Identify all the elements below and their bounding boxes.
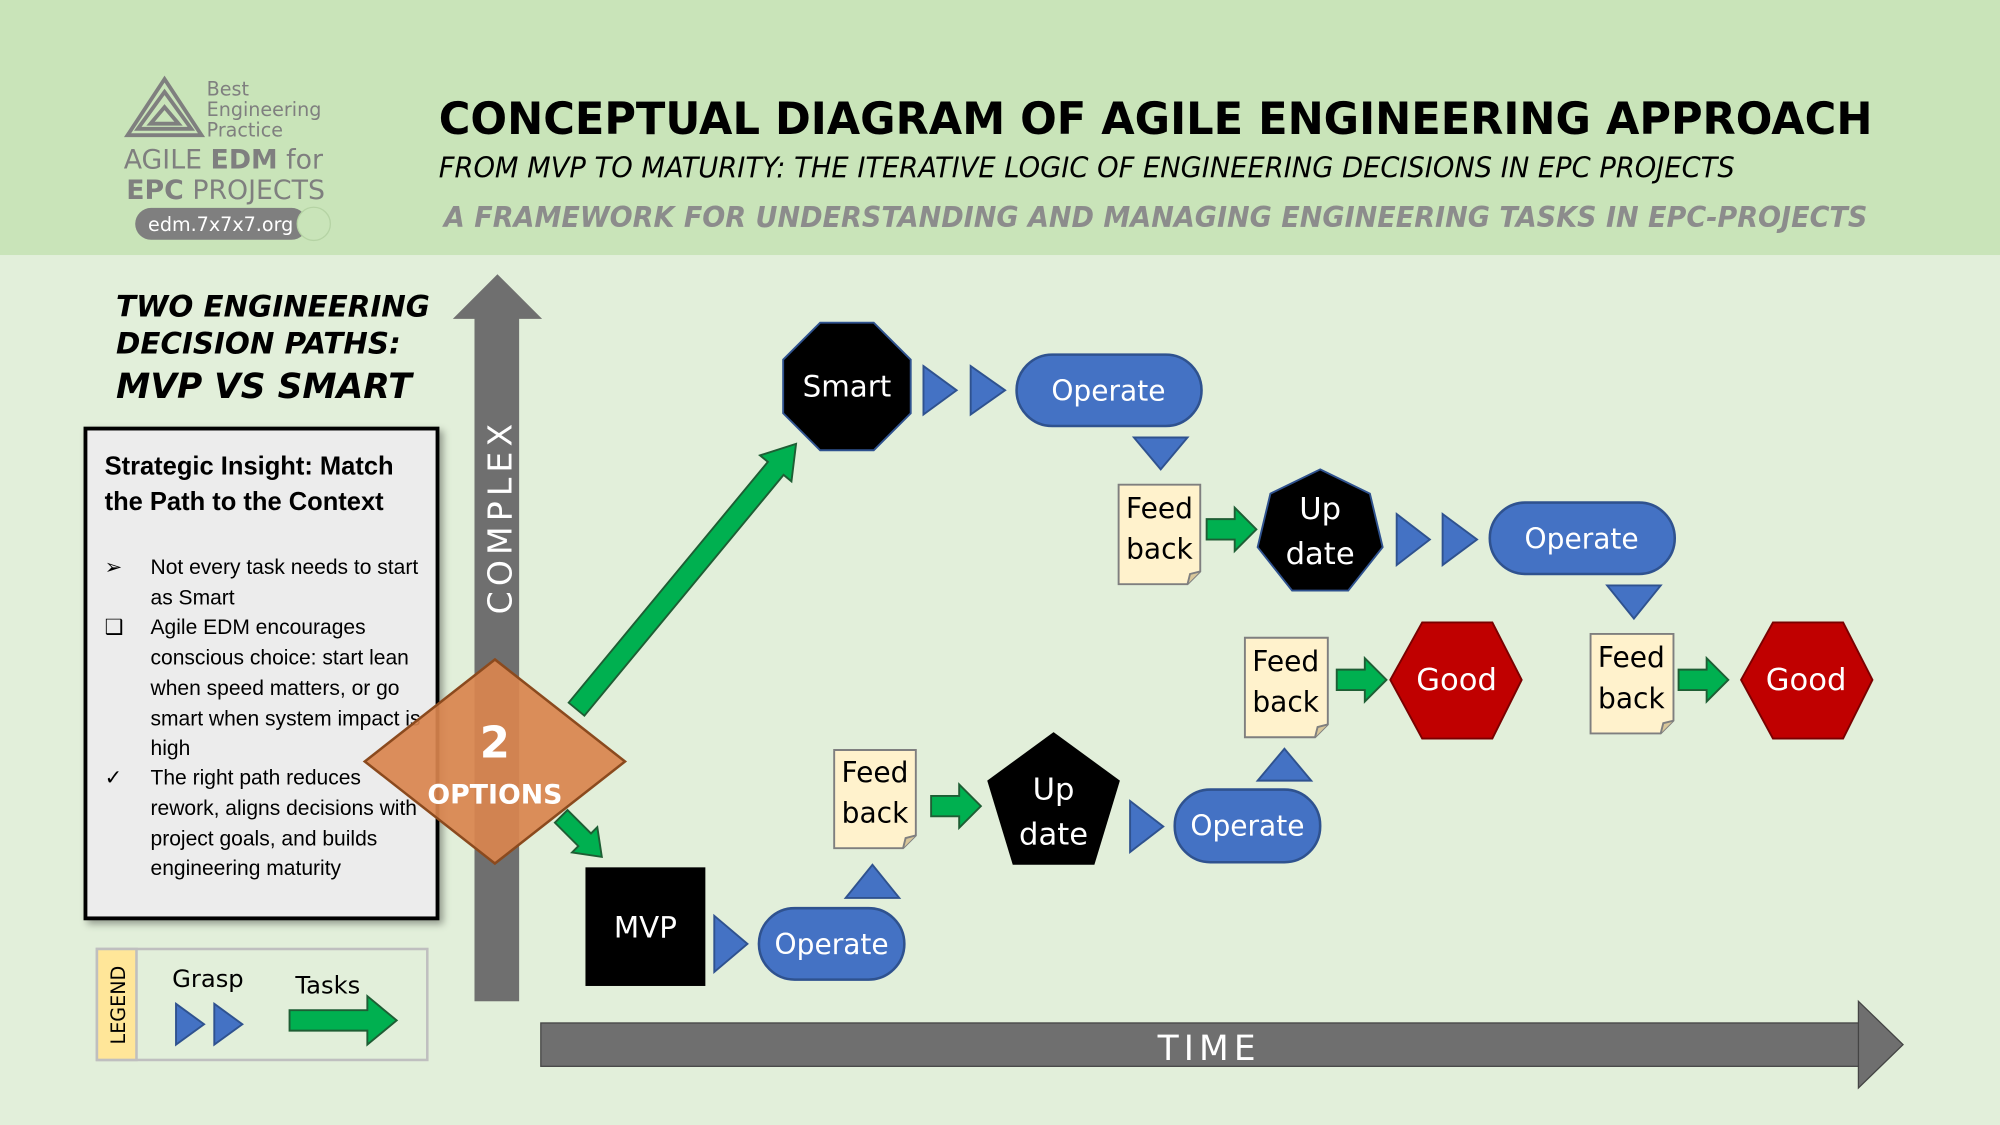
logo-best: Best [207,78,250,101]
update-node-pentagon: Up date [987,732,1120,865]
legend: LEGEND Grasp Tasks [95,947,429,1062]
feedback-note: Feed back [833,749,917,850]
update-node-heptagon: Up date [1256,468,1384,592]
page-subtitle: FROM MVP TO MATURITY: THE ITERATIVE LOGI… [439,151,1735,184]
legend-title: LEGEND [107,966,130,1045]
operate-node: Operate [1488,501,1677,576]
good-node: Good [1739,621,1874,740]
logo-practice: Practice [207,118,283,141]
options-number: 2 [480,719,510,769]
grasp-triangle [1605,584,1663,621]
svg-text:back: back [1598,682,1665,715]
svg-text:back: back [842,797,909,830]
header-band [0,0,2000,256]
logo-epc-projects: EPC PROJECTS [126,175,325,206]
bullet-text: rework, aligns decisions with [151,797,418,820]
logo: Best Engineering Practice AGILE EDM for … [123,75,331,242]
grasp-triangle [1255,747,1314,782]
feedback-note: Feed back [1243,636,1329,739]
svg-text:Operate: Operate [1051,375,1165,408]
side-heading-2: DECISION PATHS: [116,326,401,360]
operate-node: Operate [1173,788,1322,864]
grasp-triangle [713,913,749,975]
svg-text:Feed: Feed [1126,492,1193,525]
svg-text:back: back [1126,533,1193,566]
svg-text:Feed: Feed [1598,641,1665,674]
bullet-text: The right path reduces [151,766,361,789]
task-arrow [1335,655,1388,704]
grasp-triangle [922,364,959,417]
bullet-text: engineering maturity [151,857,342,880]
page-title: CONCEPTUAL DIAGRAM OF AGILE ENGINEERING … [439,93,1873,145]
svg-text:Operate: Operate [1525,522,1639,555]
side-heading-1: TWO ENGINEERING [116,289,430,323]
mvp-node: MVP [585,867,706,986]
bullet-text: when speed matters, or go [150,677,400,700]
svg-text:Up: Up [1299,492,1341,527]
time-axis-arrow: TIME [540,999,1904,1090]
strategic-insight-box: Strategic Insight: Match the Path to the… [83,426,440,921]
legend-tasks-label: Tasks [294,972,360,1000]
bullet-marker: ❑ [105,616,124,639]
smart-node: Smart [782,321,912,452]
legend-grasp-icon [175,1001,206,1047]
svg-text:Feed: Feed [842,756,909,789]
svg-text:back: back [1252,686,1319,719]
operate-node: Operate [1015,353,1203,428]
bullet-marker: ➢ [105,556,123,579]
insight-title-1: Strategic Insight: Match [105,452,394,480]
insight-title-2: the Path to the Context [105,488,385,516]
grasp-triangle [1395,512,1432,567]
grasp-triangle [1129,799,1165,854]
svg-text:MVP: MVP [614,910,677,944]
grasp-triangle [969,364,1007,417]
bullet-marker: ✓ [105,766,123,789]
bullet-text: high [151,737,191,760]
bullet-text: Agile EDM encourages [151,616,366,639]
svg-text:Good: Good [1766,663,1847,698]
logo-url[interactable]: edm.7x7x7.org [148,213,293,236]
bullet-text: smart when system impact is [151,708,421,731]
svg-text:Smart: Smart [803,370,892,404]
task-arrow [930,782,983,831]
options-label: OPTIONS [427,780,562,811]
task-arrow-to-smart [567,442,798,718]
task-arrow-to-mvp [553,808,603,859]
bullet-text: project goals, and builds [151,828,378,851]
task-arrow [1677,655,1730,704]
bullet-text: conscious choice: start lean [151,647,409,670]
feedback-note: Feed back [1117,483,1202,586]
good-node: Good [1389,621,1523,740]
svg-text:Operate: Operate [1190,809,1304,842]
page-tagline: A FRAMEWORK FOR UNDERSTANDING AND MANAGI… [442,201,1867,234]
legend-grasp-icon [213,1001,244,1047]
feedback-note: Feed back [1589,632,1675,735]
grasp-triangle [843,863,902,899]
legend-grasp-label: Grasp [172,965,244,993]
svg-text:date: date [1286,537,1355,572]
side-heading-3: MVP VS SMART [116,367,414,407]
operate-node: Operate [757,906,906,981]
complexity-axis-label: COMPLEX [480,419,519,615]
logo-url-pill [135,207,308,240]
triangle-logo-icon [123,75,206,138]
svg-text:Feed: Feed [1252,645,1319,678]
legend-task-arrow-icon [288,994,399,1047]
svg-text:Operate: Operate [775,928,889,961]
grasp-triangle [1131,436,1190,471]
bullet-text: as Smart [151,587,235,610]
svg-text:Up: Up [1033,773,1075,808]
time-axis-label: TIME [1157,1029,1261,1069]
svg-text:date: date [1019,817,1088,852]
logo-agile-edm: AGILE EDM for [124,144,323,175]
grasp-triangle [1441,512,1479,567]
bullet-text: Not every task needs to start [151,556,419,579]
svg-text:Good: Good [1416,663,1497,698]
task-arrow [1205,505,1258,554]
logo-engineering: Engineering [207,98,322,121]
options-diamond: 2 OPTIONS [362,657,628,866]
